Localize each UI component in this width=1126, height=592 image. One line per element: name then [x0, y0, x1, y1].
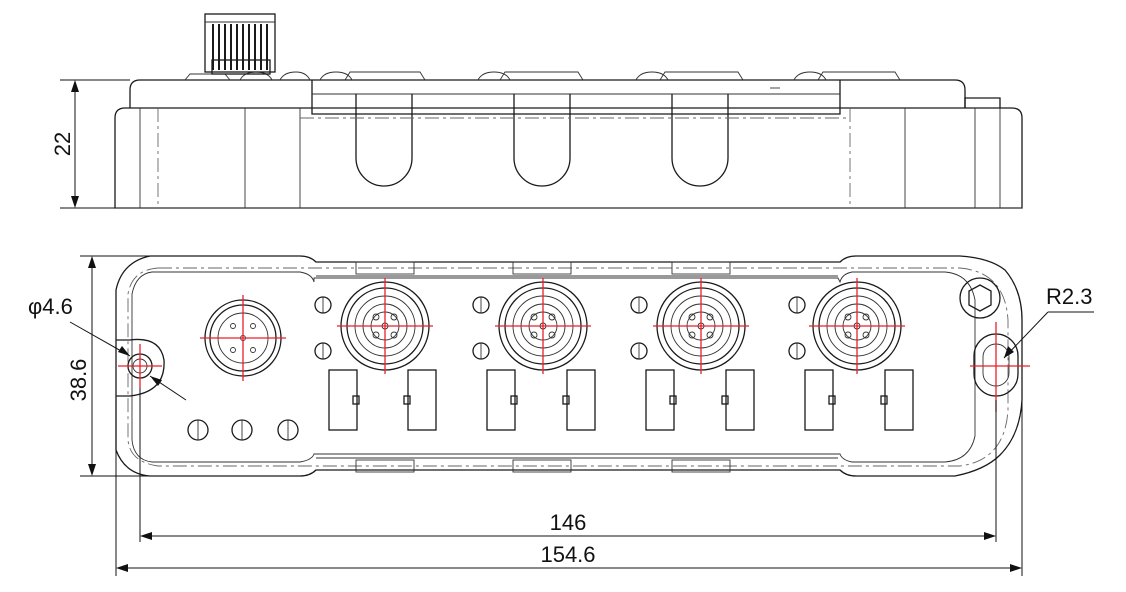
- dimension-width: 38.6: [66, 255, 150, 477]
- overall-length-label: 154.6: [540, 542, 595, 567]
- top-view: φ4.6 R2.3: [28, 255, 1094, 576]
- width-label: 38.6: [66, 359, 91, 402]
- m12-input-connector: [200, 295, 286, 381]
- output-port-2: [495, 278, 591, 374]
- radius-label: R2.3: [1046, 284, 1092, 309]
- output-port-3: [653, 278, 749, 374]
- dimension-inner-length: 146: [139, 388, 997, 542]
- led-windows: [328, 369, 914, 431]
- output-port-4: [809, 278, 905, 374]
- bottom-screws: [187, 419, 299, 441]
- right-mounting-slot: R2.3: [959, 277, 1094, 412]
- side-m12-connector: [204, 13, 276, 75]
- inner-length-label: 146: [550, 510, 587, 535]
- height-label: 22: [50, 132, 75, 156]
- output-port-1: [337, 278, 433, 374]
- hole-diameter-label: φ4.6: [28, 294, 73, 319]
- dimension-height: 22: [50, 79, 130, 209]
- port-screws: [314, 296, 806, 360]
- left-mounting-hole: φ4.6: [28, 294, 187, 401]
- side-view: 22: [50, 13, 1023, 209]
- housing-outline: [115, 255, 1023, 477]
- dimension-overall-length: 154.6: [115, 400, 1023, 576]
